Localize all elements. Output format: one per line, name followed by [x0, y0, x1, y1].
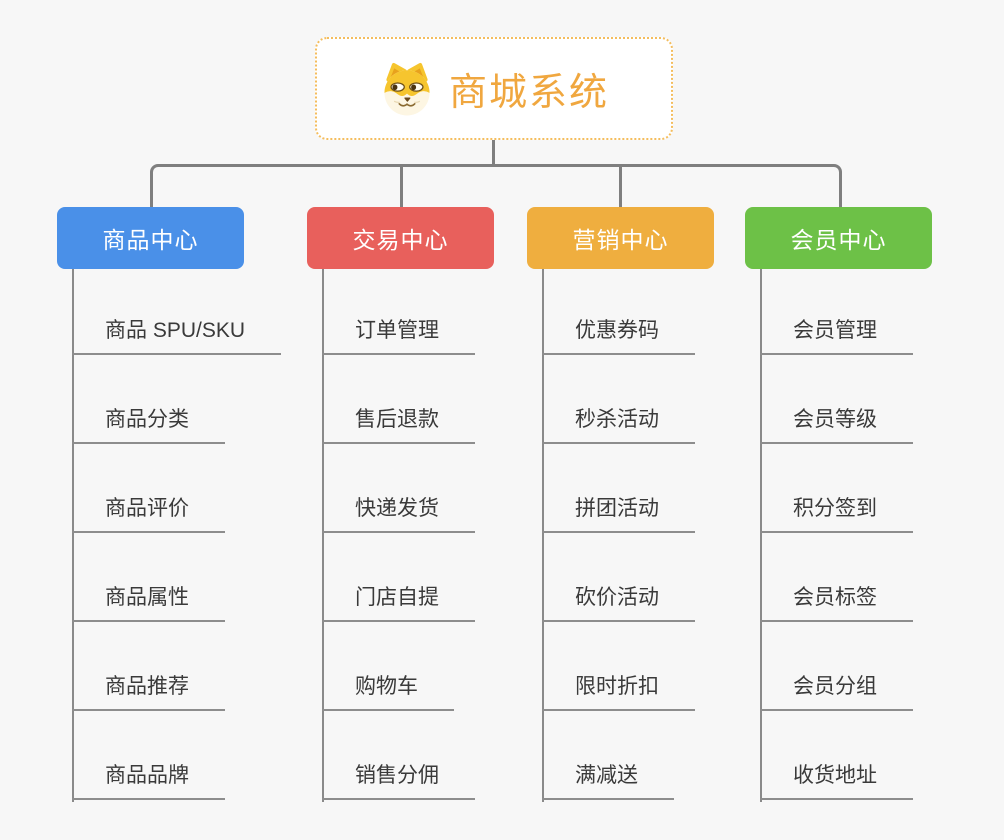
leaf-node[interactable]: 会员分组: [760, 670, 913, 711]
leaf-list: 会员管理 会员等级 积分签到 会员标签 会员分组 收货地址: [760, 267, 913, 800]
leaf-node[interactable]: 会员管理: [760, 314, 913, 355]
branch-node-marketing-center[interactable]: 营销中心: [527, 207, 714, 269]
leaf-node[interactable]: 积分签到: [760, 492, 913, 533]
branch-column-member: 会员中心 会员管理 会员等级 积分签到 会员标签 会员分组 收货地址: [745, 207, 1004, 802]
leaf-node[interactable]: 购物车: [322, 670, 454, 711]
leaf-node[interactable]: 砍价活动: [542, 581, 695, 622]
branch-node-trade-center[interactable]: 交易中心: [307, 207, 494, 269]
root-node[interactable]: 商城系统: [315, 37, 673, 140]
leaf-node[interactable]: 销售分佣: [322, 759, 475, 800]
leaf-node[interactable]: 商品品牌: [72, 759, 225, 800]
branch-connector-frame: [150, 164, 842, 210]
branch-connector-drop: [400, 164, 403, 210]
branch-stem-line: [72, 269, 74, 802]
branch-column-product: 商品中心 商品 SPU/SKU 商品分类 商品评价 商品属性 商品推荐 商品品牌: [57, 207, 327, 802]
leaf-node[interactable]: 拼团活动: [542, 492, 695, 533]
leaf-node[interactable]: 优惠券码: [542, 314, 695, 355]
leaf-node[interactable]: 商品 SPU/SKU: [72, 314, 282, 355]
branch-node-product-center[interactable]: 商品中心: [57, 207, 244, 269]
leaf-node[interactable]: 会员标签: [760, 581, 913, 622]
branch-label: 会员中心: [790, 227, 887, 253]
leaf-node[interactable]: 商品评价: [72, 492, 225, 533]
leaf-list: 商品 SPU/SKU 商品分类 商品评价 商品属性 商品推荐 商品品牌: [72, 267, 282, 800]
branch-connector-drop: [619, 164, 622, 210]
leaf-node[interactable]: 商品分类: [72, 403, 225, 444]
branch-label: 商品中心: [102, 227, 199, 253]
branch-label: 交易中心: [352, 227, 449, 253]
branch-node-member-center[interactable]: 会员中心: [745, 207, 932, 269]
dog-icon: [384, 62, 430, 115]
branch-stem-line: [542, 269, 544, 802]
leaf-node[interactable]: 订单管理: [322, 314, 475, 355]
leaf-node[interactable]: 收货地址: [760, 759, 913, 800]
leaf-node[interactable]: 快递发货: [322, 492, 475, 533]
leaf-node[interactable]: 限时折扣: [542, 670, 695, 711]
leaf-node[interactable]: 门店自提: [322, 581, 475, 622]
leaf-node[interactable]: 秒杀活动: [542, 403, 695, 444]
root-title: 商城系统: [448, 72, 609, 114]
branch-stem-line: [322, 269, 324, 802]
branch-column-trade: 交易中心 订单管理 售后退款 快递发货 门店自提 购物车 销售分佣: [307, 207, 577, 802]
root-connector-line: [492, 139, 495, 166]
branch-label: 营销中心: [572, 227, 669, 253]
leaf-list: 订单管理 售后退款 快递发货 门店自提 购物车 销售分佣: [322, 267, 475, 800]
branch-stem-line: [760, 269, 762, 802]
leaf-node[interactable]: 商品推荐: [72, 670, 225, 711]
branch-column-marketing: 营销中心 优惠券码 秒杀活动 拼团活动 砍价活动 限时折扣 满减送: [527, 207, 797, 802]
leaf-node[interactable]: 售后退款: [322, 403, 475, 444]
leaf-list: 优惠券码 秒杀活动 拼团活动 砍价活动 限时折扣 满减送: [542, 267, 695, 800]
leaf-node[interactable]: 商品属性: [72, 581, 225, 622]
leaf-node[interactable]: 会员等级: [760, 403, 913, 444]
leaf-node[interactable]: 满减送: [542, 759, 674, 800]
